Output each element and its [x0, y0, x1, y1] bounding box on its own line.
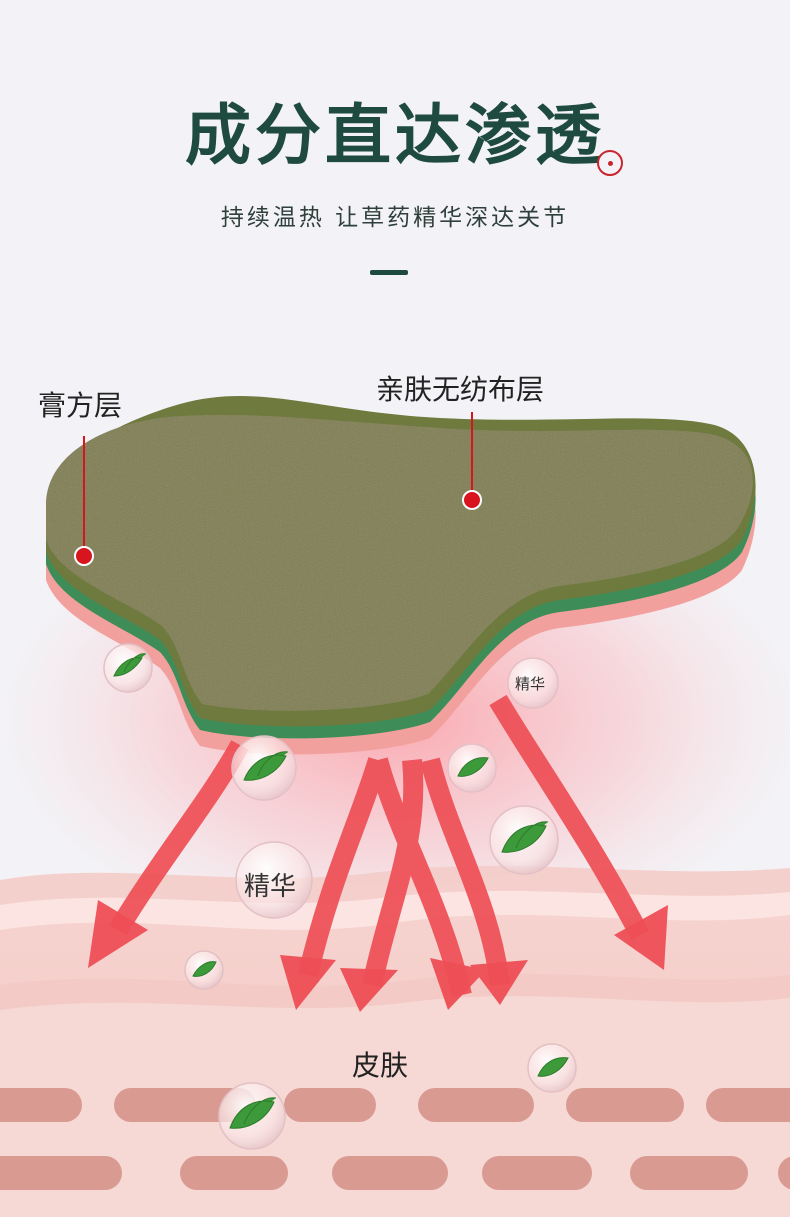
medicated-patch: [46, 396, 756, 755]
patch-top-surface: [46, 414, 753, 711]
label-essence-small: 精华: [515, 675, 546, 693]
arrow-heads: [88, 900, 668, 1012]
pointer-plaster: [74, 436, 94, 566]
label-plaster-layer: 膏方层: [38, 389, 123, 422]
label-fabric-layer: 亲肤无纺布层: [376, 373, 545, 406]
herb-leaf-icon: [243, 751, 289, 781]
title-accent-icon: [597, 150, 623, 176]
essence-bubble-icon: [184, 950, 224, 990]
herb-leaf-icon: [501, 821, 549, 853]
title-divider: [370, 270, 408, 275]
herb-leaf-icon: [537, 1057, 569, 1077]
label-skin: 皮肤: [352, 1049, 409, 1082]
essence-bubble-icon: [489, 805, 559, 875]
herb-leaf-icon: [192, 961, 217, 977]
essence-bubble-icon: [447, 743, 497, 793]
essence-bubbles: [103, 643, 577, 1150]
header: 成分直达渗透 持续温热 让草药精华深达关节: [0, 0, 790, 300]
essence-bubble-icon: [507, 657, 559, 709]
essence-bubble-icon: [527, 1043, 577, 1093]
herb-leaf-icon: [457, 757, 489, 777]
herb-leaf-icon: [229, 1097, 277, 1129]
essence-bubble-icon: [235, 841, 313, 919]
page-subtitle: 持续温热 让草药精华深达关节: [220, 205, 570, 231]
pointer-fabric: [462, 412, 482, 510]
label-essence-large: 精华: [244, 872, 297, 902]
essence-bubble-icon: [218, 1082, 286, 1150]
skin-cells: [0, 1088, 790, 1190]
essence-bubble-icon: [103, 643, 153, 693]
page-title: 成分直达渗透: [185, 97, 605, 174]
essence-bubble-icon: [231, 735, 297, 801]
herb-leaf-icon: [113, 653, 147, 677]
penetration-arrows: [109, 694, 649, 998]
